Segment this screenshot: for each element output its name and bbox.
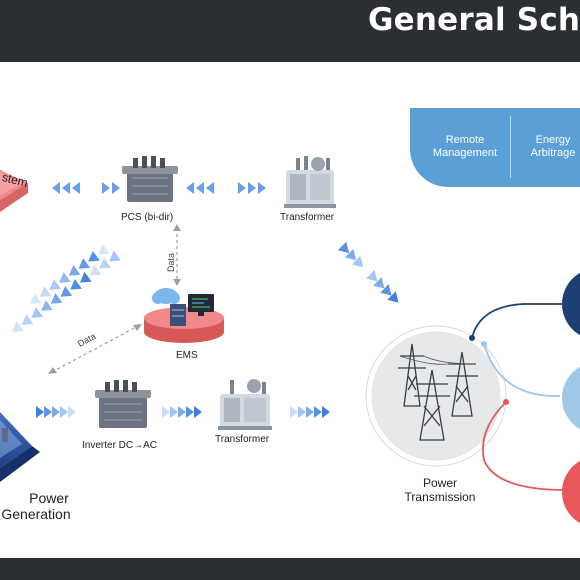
storage-pcs-arrows xyxy=(52,182,120,194)
transformer-bottom-label: Transformer xyxy=(215,434,270,445)
ems-icon xyxy=(144,288,224,343)
power-transmission-icon xyxy=(365,325,507,467)
service-label-line2: Management xyxy=(432,147,498,159)
bottom-bar xyxy=(0,558,580,580)
inverter-icon xyxy=(95,380,151,428)
pcs-label: PCS (bi-dir) xyxy=(121,212,174,223)
ems-label: EMS xyxy=(176,350,198,361)
diagram-canvas: Remote Management Energy Arbitrage stem … xyxy=(0,62,580,558)
services-panel: Remote Management Energy Arbitrage xyxy=(410,108,580,187)
transformer-transmission-arrows xyxy=(290,406,330,418)
power-generation-label: Power Generation xyxy=(0,490,86,522)
generation-pcs-arrows xyxy=(12,243,121,332)
service-label-line2: Arbitrage xyxy=(530,147,576,159)
service-label-line1: Remote xyxy=(445,134,485,146)
transformer-transmission-diagonal-arrows xyxy=(337,241,399,303)
transformer-bottom-icon xyxy=(218,379,272,430)
diagram-graphics xyxy=(0,156,580,524)
ems-inverter-data-link xyxy=(48,324,142,374)
service-energy-arbitrage: Energy Arbitrage xyxy=(514,134,580,160)
pcs-ems-data-link xyxy=(173,224,181,286)
power-transmission-line2: Transmission xyxy=(404,490,476,504)
inverter-transformer-arrows xyxy=(162,406,202,418)
power-transmission-line1: Power xyxy=(422,476,457,490)
inverter-label: Inverter DC→AC xyxy=(82,440,158,451)
power-generation-line2: Generation xyxy=(1,506,71,522)
connector-lines xyxy=(469,303,568,491)
power-generation-line1: Power xyxy=(29,490,69,506)
service-remote-management: Remote Management xyxy=(424,134,506,160)
red-circle xyxy=(562,460,580,524)
service-separator xyxy=(510,116,511,178)
power-transmission-label: Power Transmission xyxy=(392,476,488,504)
light-blue-circle xyxy=(562,366,580,430)
pcs-icon xyxy=(122,156,178,202)
generation-inverter-arrows xyxy=(36,406,76,418)
solar-panel-icon xyxy=(0,412,40,482)
transformer-top-label: Transformer xyxy=(280,212,335,223)
title-bar: General Sche xyxy=(0,0,580,62)
navy-circle xyxy=(562,272,580,336)
transformer-top-icon xyxy=(284,156,336,208)
storage-system-slab xyxy=(0,170,28,212)
page-title: General Sche xyxy=(368,2,580,38)
service-label-line1: Energy xyxy=(535,134,571,146)
data-label-vertical: Data xyxy=(166,252,176,272)
pcs-transformer-arrows xyxy=(186,182,266,194)
